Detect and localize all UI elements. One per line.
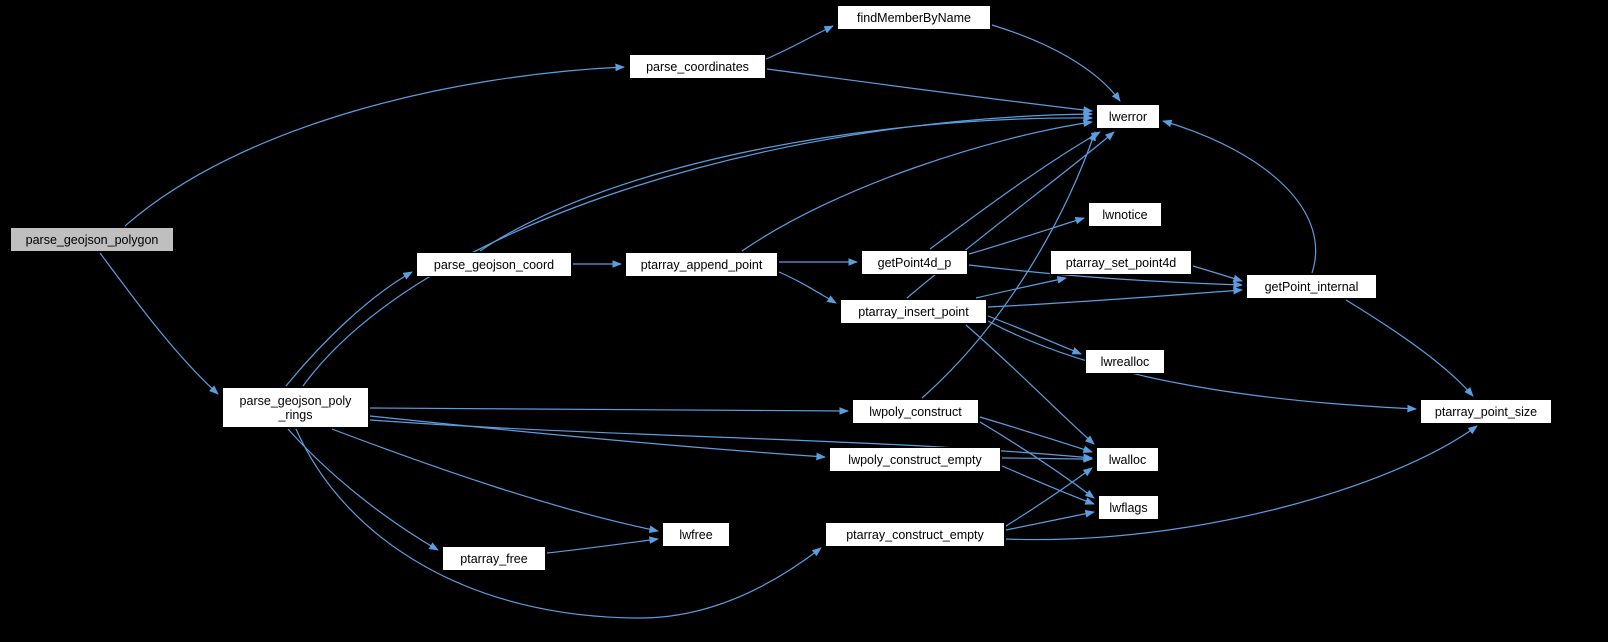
edge-getPoint_internal-to-ptarray_point_size [1345, 299, 1474, 397]
edge-ptarray_construct_empty-to-ptarray_point_size [1005, 425, 1478, 541]
edge-lwpoly_construct_empty-to-lwflags [1001, 465, 1095, 505]
edge-parse_geojson_poly_rings-to-ptarray_free [287, 428, 439, 551]
node-parse_geojson_coord[interactable]: parse_geojson_coord [416, 252, 572, 277]
edge-parse_geojson_poly_rings-to-lwfree [331, 428, 659, 534]
edge-ptarray_insert_point-to-getPoint_internal [987, 286, 1243, 308]
node-lwfree[interactable]: lwfree [662, 522, 730, 547]
edge-ptarray_construct_empty-to-lwalloc [1005, 467, 1093, 527]
edge-ptarray_append_point-to-lwerror [741, 119, 1093, 252]
edge-parse_coordinates-to-findMemberByName [765, 25, 834, 60]
node-lwalloc[interactable]: lwalloc [1096, 447, 1159, 472]
node-findMemberByName[interactable]: findMemberByName [837, 5, 991, 30]
node-ptarray_append_point[interactable]: ptarray_append_point [625, 252, 778, 277]
node-parse_geojson_polygon: parse_geojson_polygon [10, 227, 174, 252]
node-getPoint4d_p[interactable]: getPoint4d_p [861, 250, 968, 275]
node-lwpoly_construct_empty[interactable]: lwpoly_construct_empty [829, 447, 1001, 472]
node-lwflags[interactable]: lwflags [1098, 495, 1159, 520]
edge-parse_geojson_polygon-to-parse_coordinates [124, 63, 625, 227]
node-parse_coordinates[interactable]: parse_coordinates [629, 54, 766, 79]
edge-ptarray_append_point-to-ptarray_insert_point [778, 271, 837, 304]
edge-parse_geojson_polygon-to-parse_geojson_poly_rings [99, 252, 219, 395]
edge-parse_geojson_poly_rings-to-lwerror [302, 110, 1093, 387]
edge-parse_geojson_poly_rings-to-lwpoly_construct_empty [369, 415, 826, 461]
node-parse_geojson_poly_rings[interactable]: parse_geojson_poly _rings [222, 387, 369, 428]
edge-lwpoly_construct_empty-to-lwalloc [1001, 455, 1093, 463]
edge-parse_geojson_coord-to-lwerror [479, 114, 1093, 252]
edge-ptarray_construct_empty-to-lwflags [1005, 509, 1095, 531]
edge-parse_geojson_poly_rings-to-lwpoly_construct [369, 407, 849, 415]
node-lwpoly_construct[interactable]: lwpoly_construct [852, 399, 979, 424]
node-lwrealloc[interactable]: lwrealloc [1085, 349, 1165, 374]
node-ptarray_free[interactable]: ptarray_free [442, 546, 546, 571]
edge-ptarray_set_point4d-to-getPoint_internal [1192, 265, 1243, 283]
edge-ptarray_insert_point-to-lwrealloc [987, 315, 1082, 355]
edge-ptarray_insert_point-to-lwalloc [965, 324, 1095, 445]
node-getPoint_internal[interactable]: getPoint_internal [1246, 274, 1377, 299]
node-ptarray_insert_point[interactable]: ptarray_insert_point [840, 299, 987, 324]
edge-getPoint4d_p-to-lwerror [929, 131, 1101, 250]
edge-parse_coordinates-to-lwerror [766, 68, 1093, 114]
edge-ptarray_insert_point-to-ptarray_set_point4d [975, 276, 1067, 299]
edge-parse_geojson_poly_rings-to-ptarray_construct_empty [295, 428, 822, 619]
edge-ptarray_insert_point-to-ptarray_point_size [987, 320, 1417, 413]
edge-parse_geojson_poly_rings-to-parse_geojson_coord [285, 271, 413, 387]
edge-getPoint4d_p-to-lwnotice [968, 216, 1085, 255]
edge-ptarray_free-to-lwfree [546, 536, 659, 554]
node-lwnotice[interactable]: lwnotice [1088, 202, 1162, 227]
node-lwerror[interactable]: lwerror [1096, 104, 1160, 129]
node-ptarray_point_size[interactable]: ptarray_point_size [1420, 399, 1552, 424]
node-ptarray_set_point4d[interactable]: ptarray_set_point4d [1050, 250, 1192, 275]
edge-findMemberByName-to-lwerror [991, 24, 1121, 102]
node-ptarray_construct_empty[interactable]: ptarray_construct_empty [825, 522, 1005, 547]
